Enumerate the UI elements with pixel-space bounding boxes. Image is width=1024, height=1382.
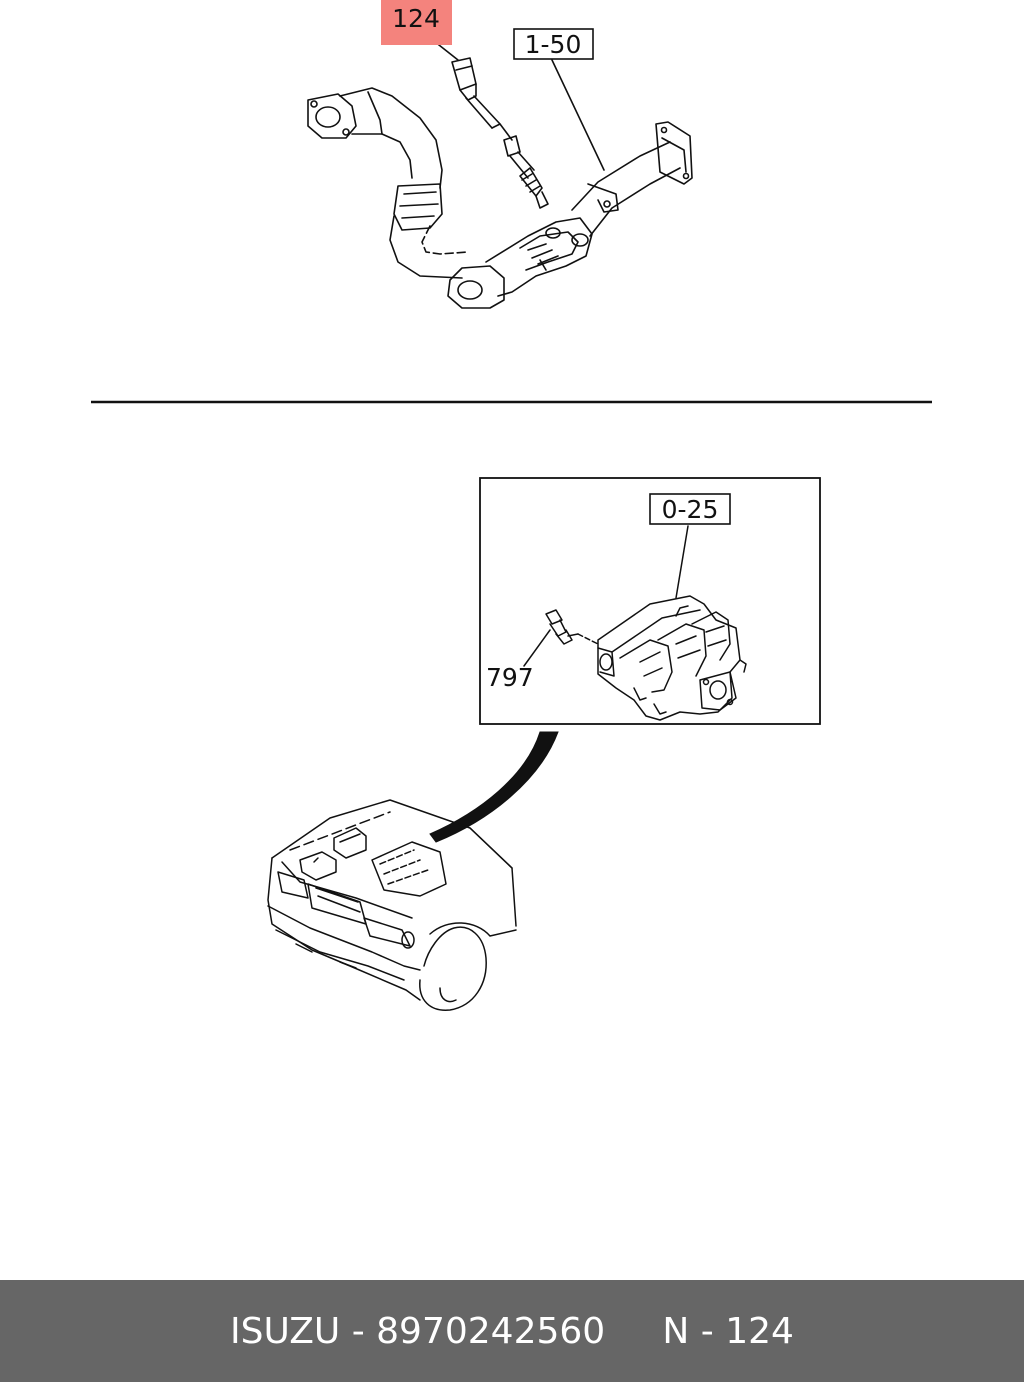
- leader-line-797: [523, 629, 551, 667]
- intake-manifold: [597, 595, 747, 721]
- part-label-797: 797: [486, 663, 534, 692]
- part-label-124: 124: [392, 4, 440, 33]
- footer-part-number: 8970242560: [376, 1310, 606, 1352]
- exhaust-pipe-assembly: [307, 87, 693, 309]
- temperature-sensor: [545, 609, 599, 645]
- leader-line-0-25: [675, 525, 689, 599]
- footer-bar: ISUZU - 8970242560 N - 124: [0, 1280, 1024, 1382]
- vehicle-front-view: [267, 799, 517, 1011]
- ref-label-1-50: 1-50: [525, 30, 582, 59]
- ref-label-0-25: 0-25: [662, 495, 719, 524]
- location-pointer: [429, 731, 559, 843]
- footer-gap: [605, 1311, 662, 1352]
- footer-separator: -: [689, 1310, 726, 1352]
- oxygen-sensor: [451, 57, 549, 209]
- highlight-callout-124: [381, 0, 452, 45]
- parts-diagram: 124 1-50: [91, 0, 932, 1011]
- footer-separator: -: [340, 1310, 377, 1352]
- footer-page: 124: [725, 1310, 794, 1352]
- footer-section: N: [662, 1310, 690, 1352]
- footer-brand: ISUZU: [230, 1310, 341, 1352]
- leader-line-1-50: [551, 59, 605, 171]
- ref-box-1-50: [513, 28, 594, 60]
- ref-box-0-25: [649, 493, 731, 525]
